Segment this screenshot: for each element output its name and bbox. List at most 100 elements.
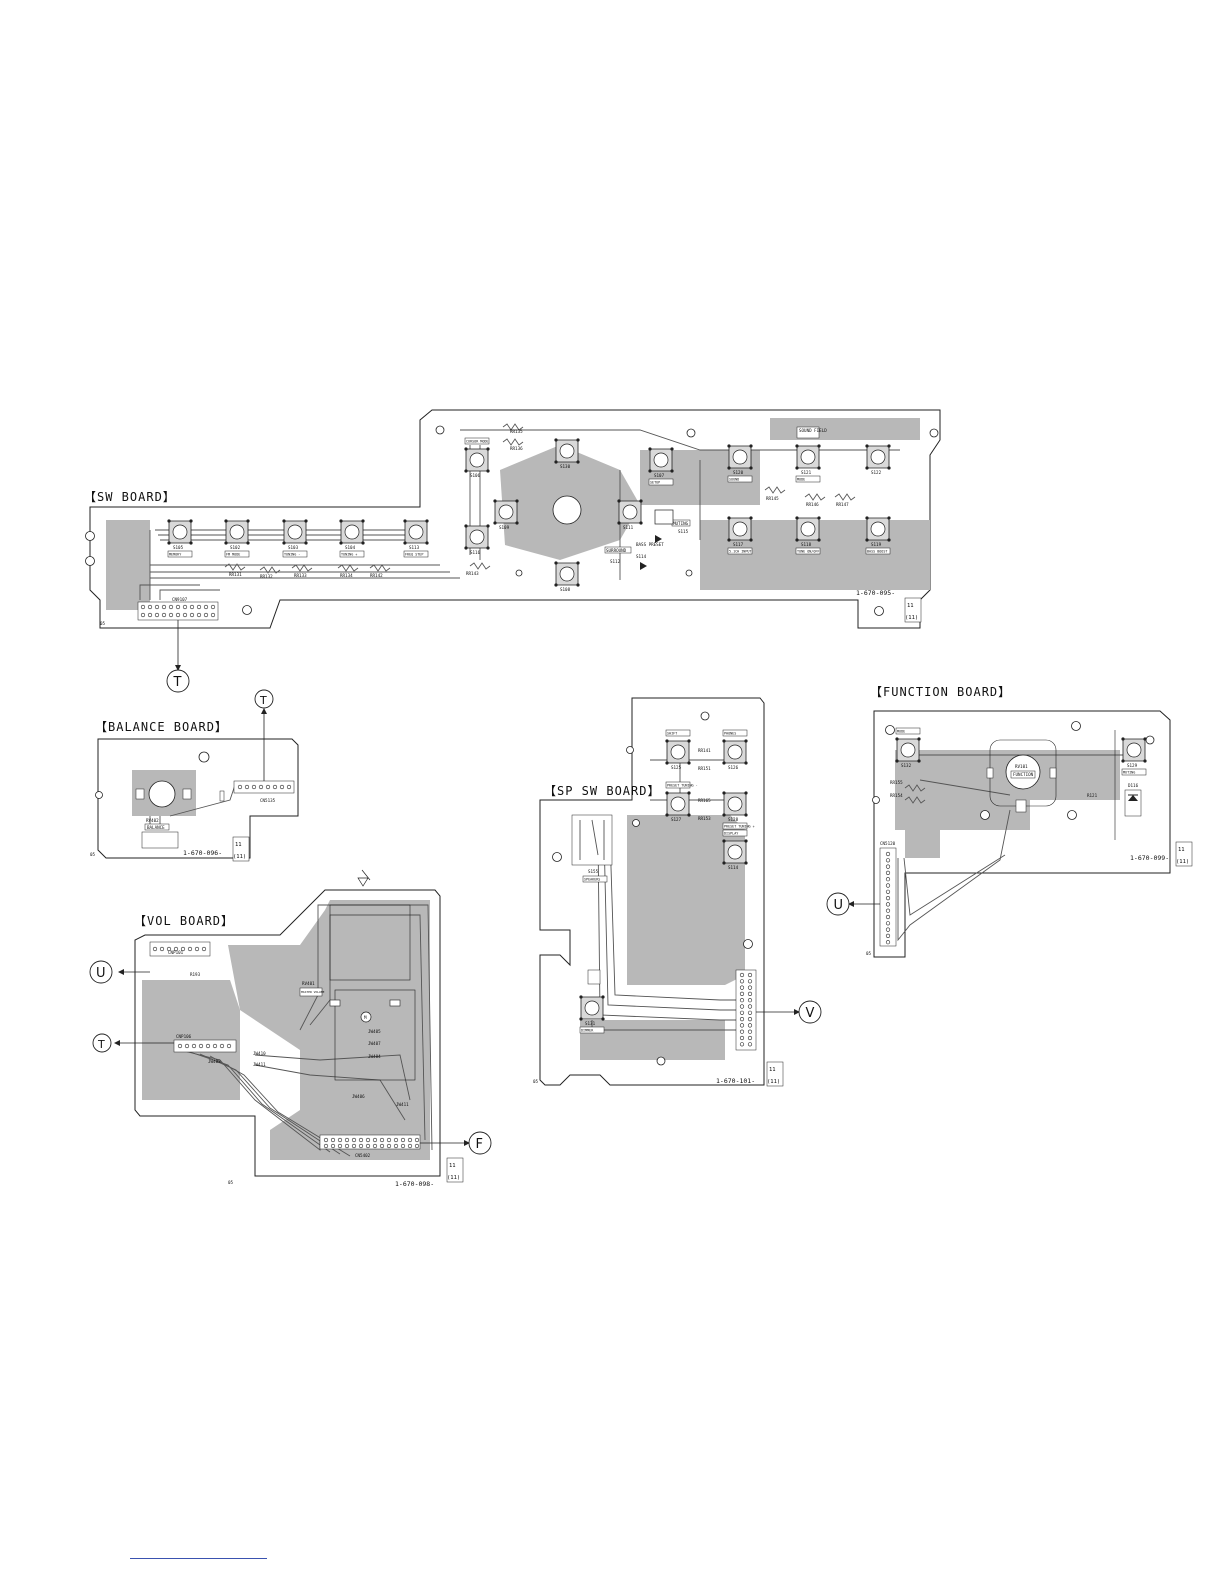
switch-label-box: [464, 437, 490, 445]
switch-button-icon: [800, 449, 816, 465]
jumper-label: JW411: [253, 1062, 266, 1067]
balance-pad-array: [141, 831, 179, 849]
resistor-label: RR165: [698, 798, 711, 803]
switch-label-box: [795, 547, 821, 555]
switch-pin: [617, 521, 621, 525]
switch-label: TONE ON/OFF: [797, 550, 819, 554]
switch-pin: [403, 519, 407, 523]
connector-pin: [330, 1137, 336, 1143]
sw-board-title: 【SW BOARD】: [84, 490, 176, 504]
switch-button-icon: [172, 524, 188, 540]
function-label-box: [1010, 770, 1036, 779]
mount-hole: [980, 810, 990, 820]
connector-pin: [147, 604, 153, 610]
vol-board-ground-right: [228, 900, 430, 1160]
switch-button-icon: [727, 844, 743, 860]
tact-switch: S111: [617, 499, 643, 530]
switch-label-box: [648, 478, 674, 486]
connector-pin: [337, 1143, 343, 1149]
balance-board-title: 【BALANCE BOARD】: [95, 720, 228, 734]
connector-pin: [885, 864, 891, 869]
switch-pin: [744, 839, 748, 843]
resistor-label: RR141: [698, 748, 711, 753]
switch-pin: [727, 538, 731, 542]
switch-pin: [554, 460, 558, 464]
connector-pin: [154, 604, 160, 610]
connector-pin: [272, 784, 278, 790]
switch-pin: [339, 519, 343, 523]
switch-pin: [665, 739, 669, 743]
switch-pin: [617, 499, 621, 503]
connector-pin: [219, 1043, 225, 1049]
connector-pin: [885, 883, 891, 888]
connector-ref-letter: V: [806, 1006, 815, 1021]
mount-hole: [626, 746, 634, 754]
connector-pin: [344, 1137, 350, 1143]
connector-pin: [212, 1043, 218, 1049]
switch-pin: [425, 541, 429, 545]
r193-label: R193: [190, 972, 201, 977]
connector-pin: [351, 1143, 357, 1149]
switch-pin: [1121, 759, 1125, 763]
connector-pin: [187, 946, 193, 952]
diode-icon: [1128, 795, 1138, 801]
pad: [587, 969, 601, 985]
mount-hole: [198, 751, 210, 763]
vol-board-pot-area: [334, 989, 416, 1081]
arrow-up-icon: [261, 708, 267, 714]
side-tag-sub-text: (11): [233, 854, 246, 860]
switch-pin: [1143, 737, 1147, 741]
mount-hole: [885, 725, 895, 735]
switch-ref: S107: [654, 473, 665, 478]
switch-pin: [744, 761, 748, 765]
switch-pin: [486, 524, 490, 528]
switch-ref: S128: [728, 817, 739, 822]
resistor-label: RR147: [836, 502, 849, 507]
connector-pin: [191, 1043, 197, 1049]
connector-pin: [747, 1004, 753, 1009]
switch-label-box: [582, 875, 608, 883]
switch-pin: [282, 519, 286, 523]
switch-pin: [167, 541, 171, 545]
arrow-down-icon: [175, 665, 181, 671]
switch-ref: S113: [409, 545, 420, 550]
switch-ref: S131: [585, 1021, 596, 1026]
connector-pin: [201, 946, 207, 952]
jumper-label: JW403: [208, 1059, 221, 1064]
switch-button-icon: [900, 742, 916, 758]
switch-ref: S125: [671, 765, 682, 770]
resistor-label: RR142: [370, 573, 383, 578]
switch-pin: [887, 444, 891, 448]
switch-button-icon: [800, 521, 816, 537]
switch-ref: S122: [871, 470, 882, 475]
switch-pin: [687, 761, 691, 765]
connector-pin: [414, 1137, 420, 1143]
switch-pin: [639, 499, 643, 503]
switch-button-icon: [870, 449, 886, 465]
connector-pin: [182, 604, 188, 610]
switch-label: SOUND: [729, 478, 739, 482]
switch-button-icon: [1126, 742, 1142, 758]
sw-board-resistor-row: RR131 RR132 RR133 RR134 RR142 RR143 RR13…: [224, 423, 856, 579]
connector-pin: [323, 1137, 329, 1143]
switch-ref: S132: [901, 763, 912, 768]
connector-pin: [400, 1143, 406, 1149]
resistor-symbol: [904, 784, 926, 792]
switch-pin: [865, 538, 869, 542]
arrow-left-icon: [114, 1040, 120, 1046]
switch-pin: [670, 469, 674, 473]
switch-ref: S117: [733, 542, 744, 547]
connector-pin: [337, 1137, 343, 1143]
sw-board-ground-plane-left: [106, 520, 150, 610]
tact-switch: S109: [493, 499, 519, 530]
tact-switch: S122: [865, 444, 891, 475]
switch-label-box: [282, 550, 308, 558]
cnp106-label: CNP106: [176, 1034, 192, 1039]
switch-ref: S127: [671, 817, 682, 822]
led-icon: [357, 877, 369, 887]
switch-pin: [339, 541, 343, 545]
